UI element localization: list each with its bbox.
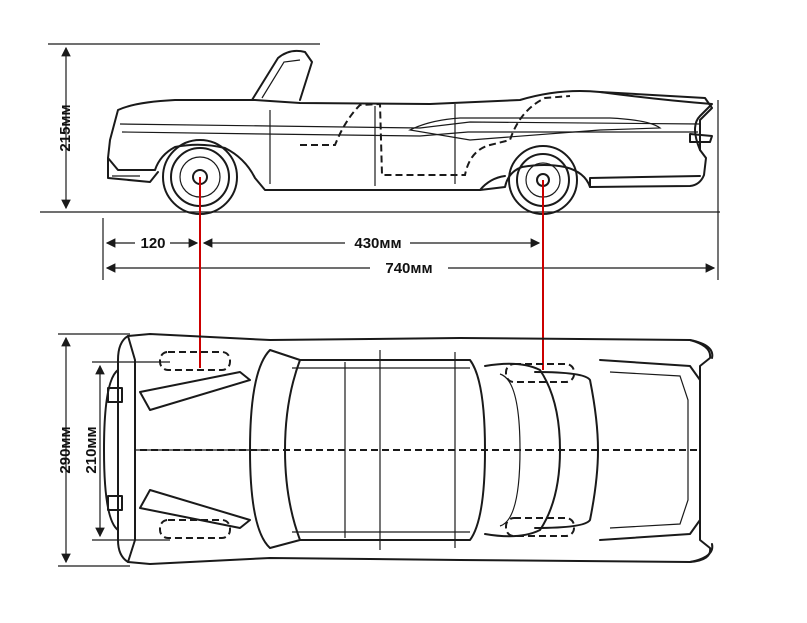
- width-dimensions: 290мм 210мм: [57, 333, 170, 567]
- length-label: 740мм: [385, 260, 432, 277]
- top-wheels-dashed: [159, 351, 575, 539]
- track-label: 210мм: [83, 426, 100, 473]
- height-label: 215мм: [57, 104, 74, 151]
- length-dimensions: 120 430мм 740мм: [102, 100, 719, 280]
- wheelbase-label: 430мм: [354, 235, 401, 252]
- front-overhang-label: 120: [140, 235, 165, 252]
- top-windshield: [249, 349, 301, 549]
- top-view: [103, 333, 714, 565]
- side-front-bumper: [107, 157, 159, 183]
- axle-markers: [199, 177, 544, 370]
- side-body-outline: [107, 90, 713, 191]
- side-interior-dashed: [300, 95, 571, 176]
- width-label: 290мм: [57, 426, 74, 473]
- side-windshield: [251, 49, 313, 101]
- height-dimension: 215мм: [48, 43, 320, 210]
- side-beltline: [119, 121, 701, 129]
- side-view: [40, 49, 720, 215]
